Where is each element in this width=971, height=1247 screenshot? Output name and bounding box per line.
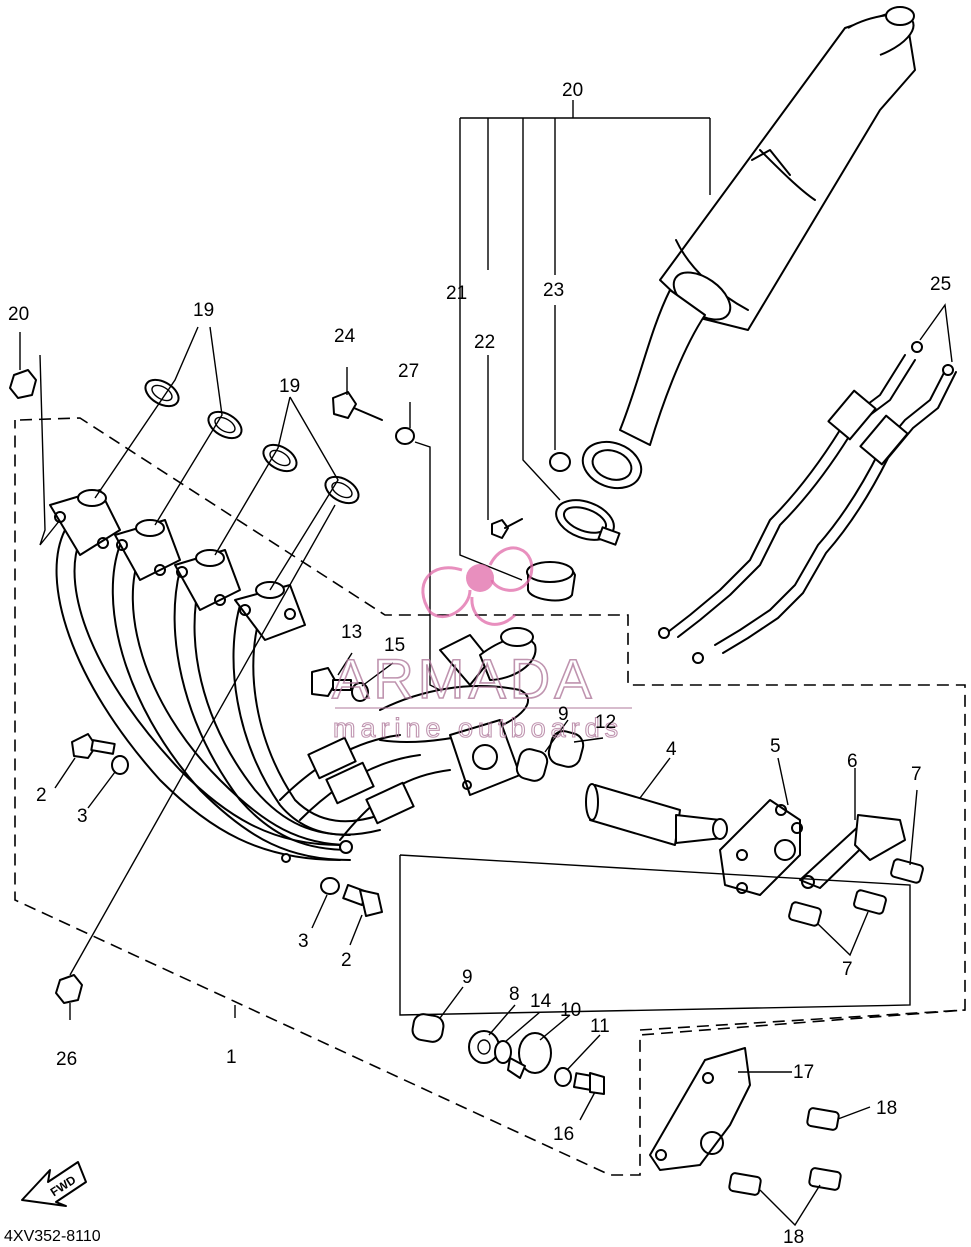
muffler-assembly <box>549 6 916 490</box>
callout-numbers: 20 19 19 24 27 20 21 22 23 25 13 15 2 3 … <box>8 80 951 1247</box>
callout-label: 3 <box>77 806 88 827</box>
callout-label: 14 <box>530 991 552 1012</box>
callout-label: 2 <box>341 950 352 971</box>
callout-label: 24 <box>334 326 356 347</box>
callout-label: 16 <box>553 1124 574 1145</box>
washer-8 <box>468 1030 500 1064</box>
nut-20-bottom <box>55 974 83 1004</box>
assembly-outline-17 <box>639 1009 966 1031</box>
bolt-12 <box>572 1072 605 1095</box>
callout-label: 18 <box>783 1227 804 1247</box>
cover-17 <box>649 1047 751 1171</box>
screw-18-b <box>808 1167 842 1191</box>
washer-27 <box>395 427 415 445</box>
gasket-19-d <box>324 475 360 505</box>
armada-watermark: ARMADA marine outboards <box>331 546 632 744</box>
screw-7-c <box>788 901 822 927</box>
bolt-2-right <box>342 884 383 917</box>
callout-label: 9 <box>462 967 473 988</box>
callout-label: 6 <box>847 751 858 772</box>
callout-label: 8 <box>509 984 520 1005</box>
screw-7-b <box>853 889 887 915</box>
callout-label: 4 <box>666 739 677 760</box>
cover-plate-5 <box>719 799 803 896</box>
bushing-9-bottom <box>411 1013 445 1043</box>
callout-label: 9 <box>558 704 569 725</box>
callout-label: 18 <box>876 1098 897 1119</box>
callout-label: 2 <box>36 785 47 806</box>
screw-7-a <box>890 858 924 884</box>
callout-label: 12 <box>595 712 616 733</box>
ring-14 <box>494 1040 512 1064</box>
assembly-outline-1 <box>14 417 966 1176</box>
watermark-brand: ARMADA <box>332 647 596 710</box>
gasket-19-a <box>144 378 180 408</box>
callout-label: 5 <box>770 736 781 757</box>
callout-label: 25 <box>930 274 951 295</box>
callout-label: 7 <box>911 764 922 785</box>
screw-18-a <box>806 1107 840 1131</box>
exhaust-header-pipes <box>49 489 537 863</box>
gasket-19-c <box>262 443 298 473</box>
callout-label: 7 <box>842 959 853 980</box>
callout-label: 20 <box>562 80 583 101</box>
callout-label: 26 <box>56 1049 77 1070</box>
callout-label: 20 <box>8 304 29 325</box>
washer-3-left <box>111 755 129 775</box>
washer-11 <box>554 1067 572 1087</box>
callout-bracket-21 <box>459 100 711 581</box>
callout-label: 10 <box>560 1000 581 1021</box>
bolt-2-left <box>71 733 116 759</box>
exup-cables <box>658 303 957 664</box>
muffler-clamp <box>555 499 621 546</box>
nut-20-top <box>9 369 37 399</box>
bolt-15 <box>311 667 352 697</box>
callout-label: 23 <box>543 280 564 301</box>
pulley-10 <box>507 1032 552 1079</box>
callout-label: 19 <box>193 300 214 321</box>
washer-3-right <box>320 877 340 895</box>
callout-label: 13 <box>341 622 362 643</box>
callout-label: 22 <box>474 332 495 353</box>
callout-box-8-14 <box>399 854 911 1016</box>
leader-lines <box>19 326 918 1227</box>
muffler-gasket <box>526 561 576 602</box>
gasket-19-b <box>207 410 243 440</box>
screw-18-c <box>728 1172 762 1196</box>
bolt-26 <box>332 391 383 421</box>
valve-shaft-4 <box>585 783 728 846</box>
callout-label: 19 <box>279 376 300 397</box>
callout-label: 11 <box>590 1016 610 1037</box>
bolt-23 <box>491 518 523 539</box>
callout-label: 1 <box>226 1047 237 1068</box>
watermark-subtitle: marine outboards <box>333 713 623 743</box>
callout-label: 21 <box>446 283 467 304</box>
diagram-code: 4XV352-8110 <box>4 1228 101 1245</box>
callout-label: 3 <box>298 931 309 952</box>
callout-label: 15 <box>384 635 405 656</box>
armada-logo-icon <box>421 546 534 626</box>
lever-6 <box>799 814 906 889</box>
washer-16 <box>351 682 369 702</box>
fwd-arrow-icon: FWD <box>21 1161 87 1207</box>
bushing-9-top <box>515 748 549 782</box>
callout-label: 17 <box>793 1062 814 1083</box>
callout-label: 27 <box>398 361 419 382</box>
